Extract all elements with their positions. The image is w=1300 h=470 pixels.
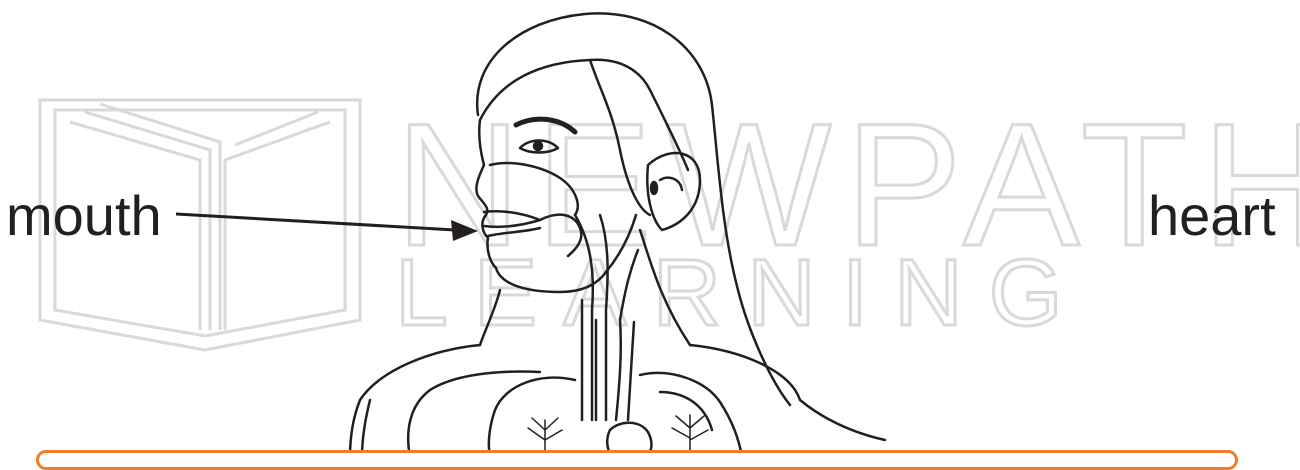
diagram-canvas: NEWPATH LEARNING bbox=[0, 0, 1300, 457]
heart-label[interactable]: heart bbox=[1148, 188, 1276, 244]
mouth-label[interactable]: mouth bbox=[6, 188, 162, 244]
answer-drop-zone[interactable] bbox=[36, 450, 1238, 470]
shoulder-right bbox=[690, 345, 885, 440]
lung-right bbox=[640, 373, 742, 457]
